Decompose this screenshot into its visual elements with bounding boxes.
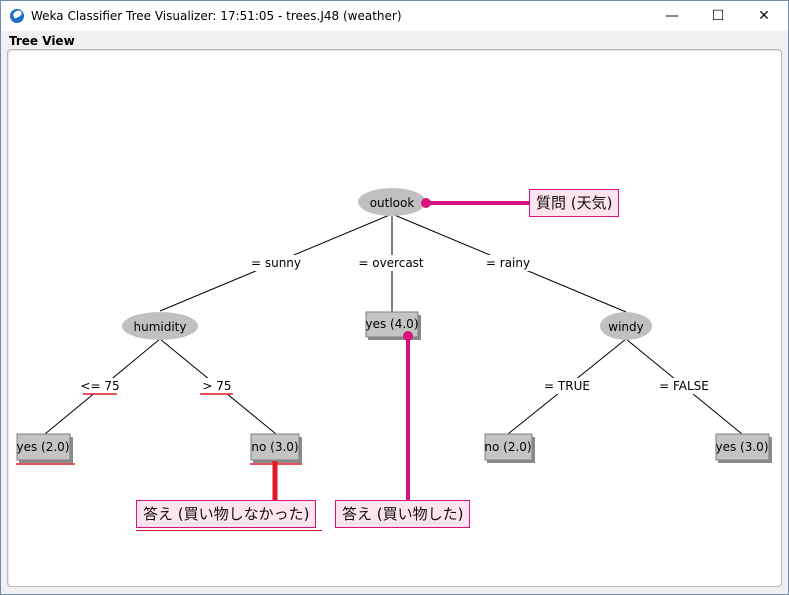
node-humidity[interactable] <box>122 312 198 340</box>
tree-view-label: Tree View <box>9 34 75 48</box>
leaf-windy-false[interactable] <box>715 433 770 461</box>
window-title: Weka Classifier Tree Visualizer: 17:51:0… <box>31 9 402 23</box>
leaf-overcast-label: yes (4.0) <box>366 317 419 331</box>
minimize-button[interactable]: — <box>665 8 679 24</box>
edge-label-false: = FALSE <box>659 379 709 393</box>
node-outlook-label: outlook <box>370 196 415 210</box>
edge-label-true: = TRUE <box>544 379 590 393</box>
answer-yes-callout: 答え (買い物した) <box>335 500 471 528</box>
edge-label-sunny: = sunny <box>251 256 301 270</box>
node-humidity-label: humidity <box>134 320 187 334</box>
node-windy-label: windy <box>608 320 643 334</box>
node-outlook[interactable] <box>358 188 426 216</box>
title-bar[interactable]: Weka Classifier Tree Visualizer: 17:51:0… <box>1 1 788 31</box>
close-button[interactable]: ✕ <box>758 8 770 24</box>
leaf-humidity-le75[interactable] <box>16 433 71 461</box>
edge-label-le75: <= 75 <box>80 379 119 393</box>
leaf-humidity-gt75[interactable] <box>250 433 300 461</box>
leaf-humidity-le75-label: yes (2.0) <box>17 440 70 454</box>
edge-label-gt75: > 75 <box>202 379 231 393</box>
answer-no-underline <box>136 530 322 531</box>
answer-yes-pointer-dot <box>403 331 413 341</box>
leaf-windy-false-label: yes (3.0) <box>716 440 769 454</box>
question-pointer-dot <box>421 198 431 208</box>
question-callout: 質問 (天気) <box>529 189 620 217</box>
maximize-button[interactable]: ☐ <box>711 8 725 24</box>
edge-label-rainy: = rainy <box>486 256 530 270</box>
weka-app-icon <box>10 9 24 23</box>
answer-no-callout: 答え (買い物しなかった) <box>136 500 317 528</box>
leaf-windy-true[interactable] <box>484 433 533 461</box>
node-windy[interactable] <box>600 312 652 340</box>
leaf-windy-true-label: no (2.0) <box>484 440 531 454</box>
edge-label-overcast: = overcast <box>358 256 424 270</box>
leaf-humidity-gt75-label: no (3.0) <box>251 440 298 454</box>
